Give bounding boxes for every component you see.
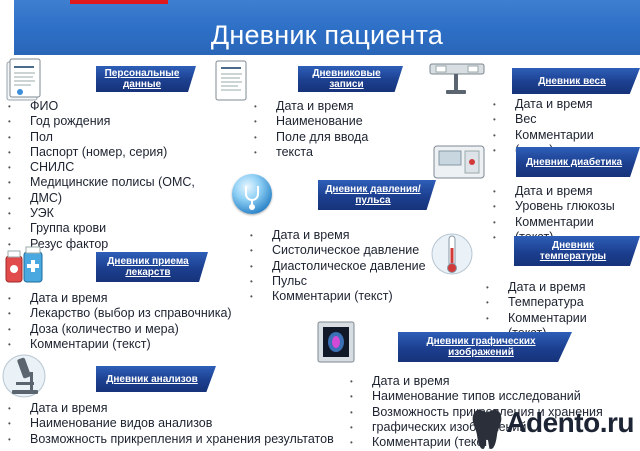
list-item: Наименование типов исследований: [350, 389, 603, 405]
header-accent-strip: [70, 0, 168, 4]
banner-images-diary: Дневник графических изображений: [398, 332, 572, 362]
list-item: Поле для ввода: [254, 130, 368, 146]
banner-diary-records-label: Дневниковые записи: [312, 68, 381, 90]
list-item: Температура: [486, 295, 587, 311]
list-item: Пульс: [250, 274, 426, 290]
banner-pressure-diary-label: Дневник давления/пульса: [325, 184, 421, 206]
list-item: УЭК: [8, 206, 195, 222]
list-item: Диастолическое давление: [250, 259, 426, 275]
list-item: Год рождения: [8, 114, 195, 130]
list-item: Доза (количество и мера): [8, 322, 232, 338]
list-item: Группа крови: [8, 221, 195, 237]
list-pressure-diary: Дата и время Систолическое давление Диас…: [250, 228, 426, 305]
banner-personal-data-label: Персональные данные: [104, 68, 180, 90]
list-item: Комментарии: [493, 215, 615, 231]
banner-medication-diary: Дневник приема лекарств: [96, 252, 208, 282]
list-item: Дата и время: [8, 291, 232, 307]
banner-diabetic-diary: Дневник диабетика: [516, 147, 640, 177]
list-item: Систолическое давление: [250, 243, 426, 259]
list-item: Паспорт (номер, серия): [8, 145, 195, 161]
list-item: Комментарии: [486, 311, 587, 327]
banner-images-diary-label: Дневник графических изображений: [426, 336, 536, 358]
stethoscope-icon: [232, 174, 272, 214]
list-item: Уровень глюкозы: [493, 199, 615, 215]
list-item: текста: [254, 145, 368, 161]
banner-analyses-diary-label: Дневник анализов: [106, 373, 198, 385]
banner-temperature-diary-label: Дневник температуры: [539, 240, 607, 262]
list-item: Комментарии (текст): [8, 337, 232, 353]
page-title: Дневник пациента: [210, 20, 444, 50]
list-item: Комментарии (текст): [350, 435, 603, 451]
list-item: Дата и время: [493, 97, 594, 113]
watermark: Adento.ru: [472, 407, 634, 449]
notebook-icon: [212, 58, 252, 102]
list-item: СНИЛС: [8, 160, 195, 176]
list-personal-data: ФИО Год рождения Пол Паспорт (номер, сер…: [8, 99, 195, 253]
banner-diary-records: Дневниковые записи: [298, 66, 403, 92]
list-item: Дата и время: [350, 374, 603, 390]
list-item: ДМС): [8, 191, 195, 207]
tooth-logo-icon: [472, 409, 502, 449]
banner-personal-data: Персональные данные: [96, 66, 196, 92]
header-banner: Дневник пациента: [14, 0, 640, 55]
list-item: Пол: [8, 130, 195, 146]
list-temperature-diary: Дата и время Температура Комментарии (те…: [486, 280, 587, 341]
list-item: Комментарии (текст): [250, 289, 426, 305]
banner-temperature-diary: Дневник температуры: [514, 236, 640, 266]
thermometer-icon: [430, 228, 474, 280]
list-item: Резус фактор: [8, 237, 195, 253]
list-item: Дата и время: [493, 184, 615, 200]
list-item: Дата и время: [250, 228, 426, 244]
microscope-icon: [2, 352, 46, 400]
watermark-text: Adento.ru: [506, 407, 634, 438]
list-item: Дата и время: [8, 401, 334, 417]
list-item: Вес: [493, 112, 594, 128]
list-item: Лекарство (выбор из справочника): [8, 306, 232, 322]
scale-icon: [428, 58, 488, 98]
list-item: Дата и время: [254, 99, 368, 115]
list-item: Возможность прикрепления и хранения резу…: [8, 432, 334, 448]
banner-analyses-diary: Дневник анализов: [96, 366, 216, 392]
list-diary-records: Дата и время Наименование Поле для ввода…: [254, 99, 368, 161]
list-item: Дата и время: [486, 280, 587, 296]
medical-scan-icon: [316, 320, 356, 364]
list-item: ФИО: [8, 99, 195, 115]
list-item: Наименование видов анализов: [8, 416, 334, 432]
banner-diabetic-diary-label: Дневник диабетика: [525, 156, 623, 168]
banner-weight-diary-label: Дневник веса: [538, 75, 606, 87]
list-item: Медицинские полисы (ОМС,: [8, 175, 195, 191]
list-images-diary: Дата и время Наименование типов исследов…: [350, 374, 603, 451]
glucometer-icon: [432, 140, 488, 184]
list-item: Возможность прикрепления и хранения: [350, 405, 603, 421]
banner-medication-diary-label: Дневник приема лекарств: [107, 256, 189, 278]
list-analyses-diary: Дата и время Наименование видов анализов…: [8, 401, 334, 448]
banner-weight-diary: Дневник веса: [512, 68, 640, 94]
document-icon: [4, 58, 44, 102]
medicine-bottles-icon: [2, 242, 48, 288]
list-medication-diary: Дата и время Лекарство (выбор из справоч…: [8, 291, 232, 353]
list-item: Комментарии: [493, 128, 594, 144]
banner-pressure-diary: Дневник давления/пульса: [318, 180, 436, 210]
list-item: Наименование: [254, 114, 368, 130]
